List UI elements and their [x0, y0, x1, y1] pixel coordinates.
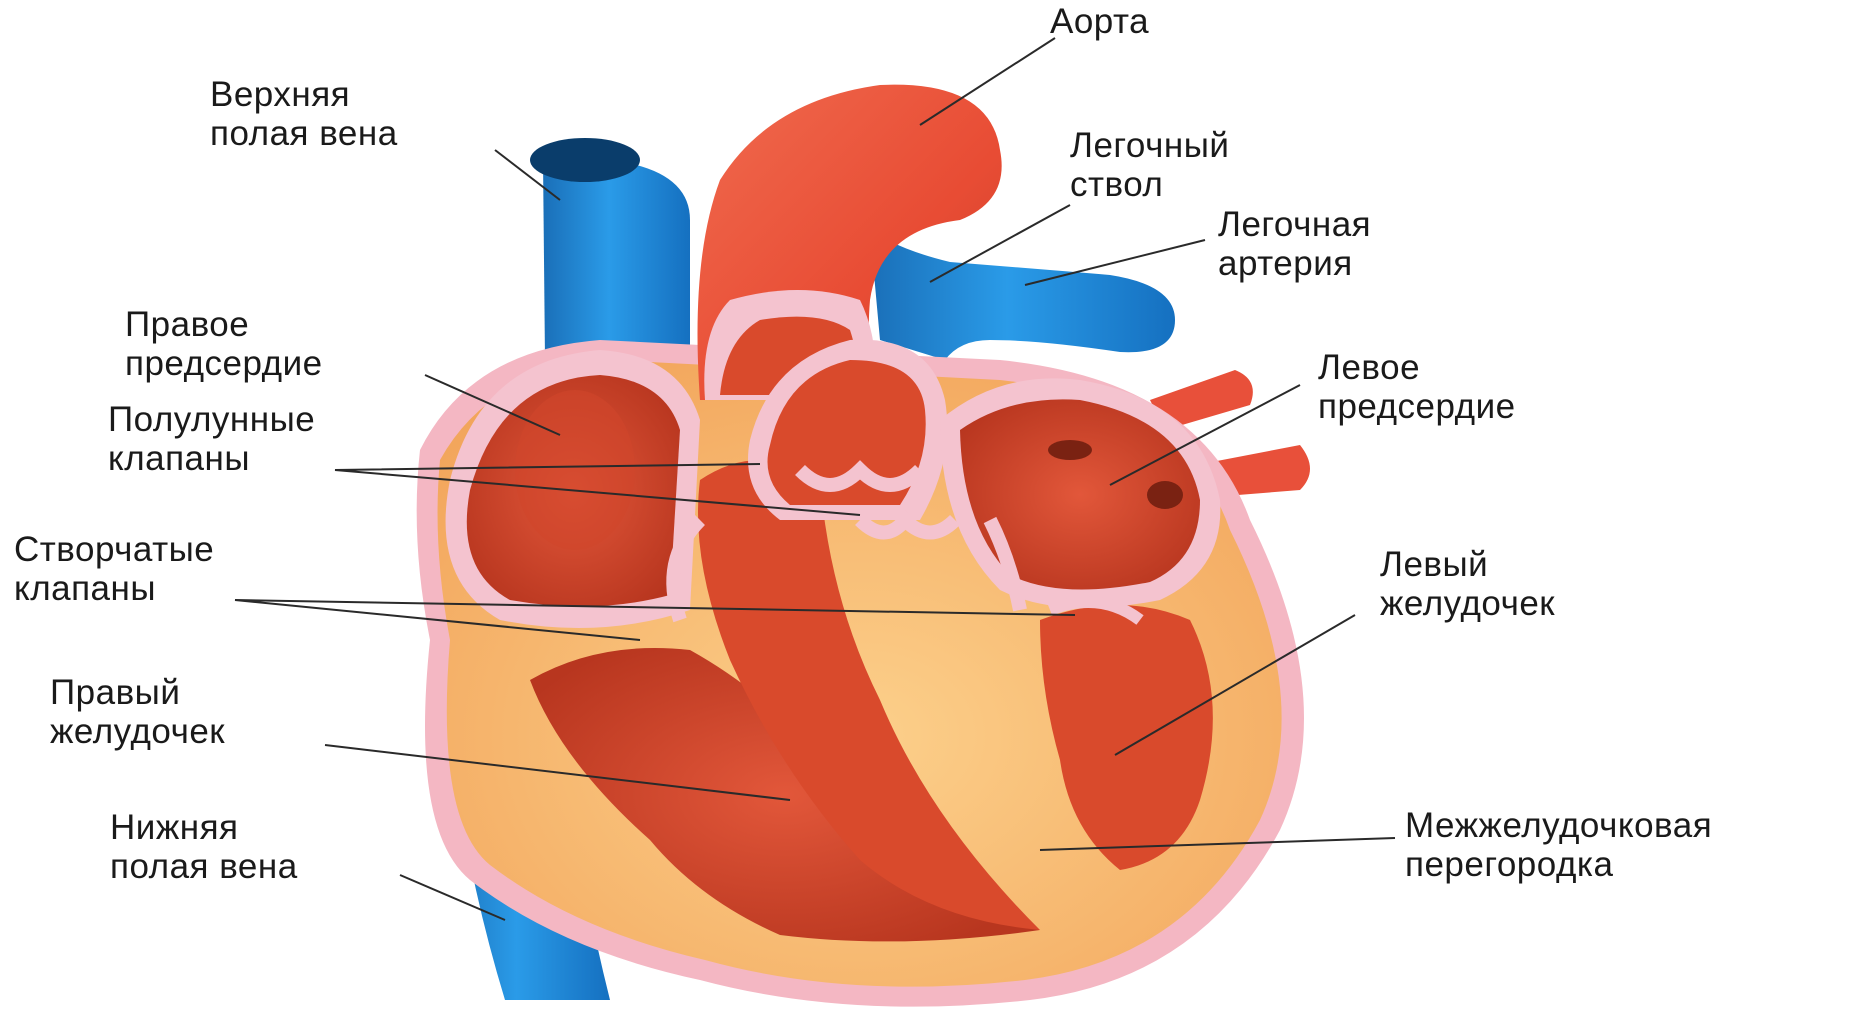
label-interventricular-septum-line-1: Межжелудочковая	[1405, 806, 1712, 845]
label-pulmonary-artery: Легочная артерия	[1218, 205, 1371, 283]
leader-inferior-vena-cava	[400, 875, 505, 920]
label-cuspid-valves-line-2: клапаны	[14, 569, 214, 608]
label-interventricular-septum-line-2: перегородка	[1405, 845, 1712, 884]
leader-cuspid-valves	[235, 600, 1075, 640]
label-left-ventricle-line-2: желудочек	[1380, 584, 1555, 623]
label-semilunar-valves-line-2: клапаны	[108, 439, 315, 478]
label-pulmonary-trunk-line-2: ствол	[1070, 165, 1229, 204]
label-pulmonary-trunk-line-1: Легочный	[1070, 126, 1229, 165]
label-aorta-line-1: Аорта	[1050, 2, 1149, 41]
label-right-ventricle-line-2: желудочек	[50, 712, 225, 751]
leader-right-atrium	[425, 375, 560, 435]
label-cuspid-valves: Створчатые клапаны	[14, 530, 214, 608]
leader-left-ventricle	[1115, 615, 1355, 755]
leader-pulmonary-trunk	[930, 205, 1070, 282]
label-left-ventricle: Левый желудочек	[1380, 545, 1555, 623]
leader-superior-vena-cava	[495, 150, 560, 200]
leader-semilunar-valves	[335, 464, 860, 515]
label-right-ventricle: Правый желудочек	[50, 673, 225, 751]
leader-right-ventricle	[325, 745, 790, 800]
label-superior-vena-cava-line-2: полая вена	[210, 114, 398, 153]
leader-left-atrium	[1110, 385, 1300, 485]
label-interventricular-septum: Межжелудочковая перегородка	[1405, 806, 1712, 884]
label-inferior-vena-cava-line-1: Нижняя	[110, 808, 298, 847]
label-pulmonary-trunk: Легочный ствол	[1070, 126, 1229, 204]
label-superior-vena-cava-line-1: Верхняя	[210, 75, 398, 114]
label-semilunar-valves: Полулунные клапаны	[108, 400, 315, 478]
label-aorta: Аорта	[1050, 2, 1149, 41]
leader-aorta	[920, 38, 1055, 125]
label-right-atrium-line-2: предсердие	[125, 344, 323, 383]
label-left-atrium-line-1: Левое	[1318, 348, 1516, 387]
label-cuspid-valves-line-1: Створчатые	[14, 530, 214, 569]
label-right-atrium: Правое предсердие	[125, 305, 323, 383]
leader-pulmonary-artery	[1025, 240, 1205, 285]
label-left-atrium-line-2: предсердие	[1318, 387, 1516, 426]
label-inferior-vena-cava-line-2: полая вена	[110, 847, 298, 886]
label-left-atrium: Левое предсердие	[1318, 348, 1516, 426]
label-superior-vena-cava: Верхняя полая вена	[210, 75, 398, 153]
leader-interventricular-septum	[1040, 838, 1395, 850]
label-inferior-vena-cava: Нижняя полая вена	[110, 808, 298, 886]
label-pulmonary-artery-line-1: Легочная	[1218, 205, 1371, 244]
label-semilunar-valves-line-1: Полулунные	[108, 400, 315, 439]
label-left-ventricle-line-1: Левый	[1380, 545, 1555, 584]
label-right-atrium-line-1: Правое	[125, 305, 323, 344]
label-pulmonary-artery-line-2: артерия	[1218, 244, 1371, 283]
label-right-ventricle-line-1: Правый	[50, 673, 225, 712]
